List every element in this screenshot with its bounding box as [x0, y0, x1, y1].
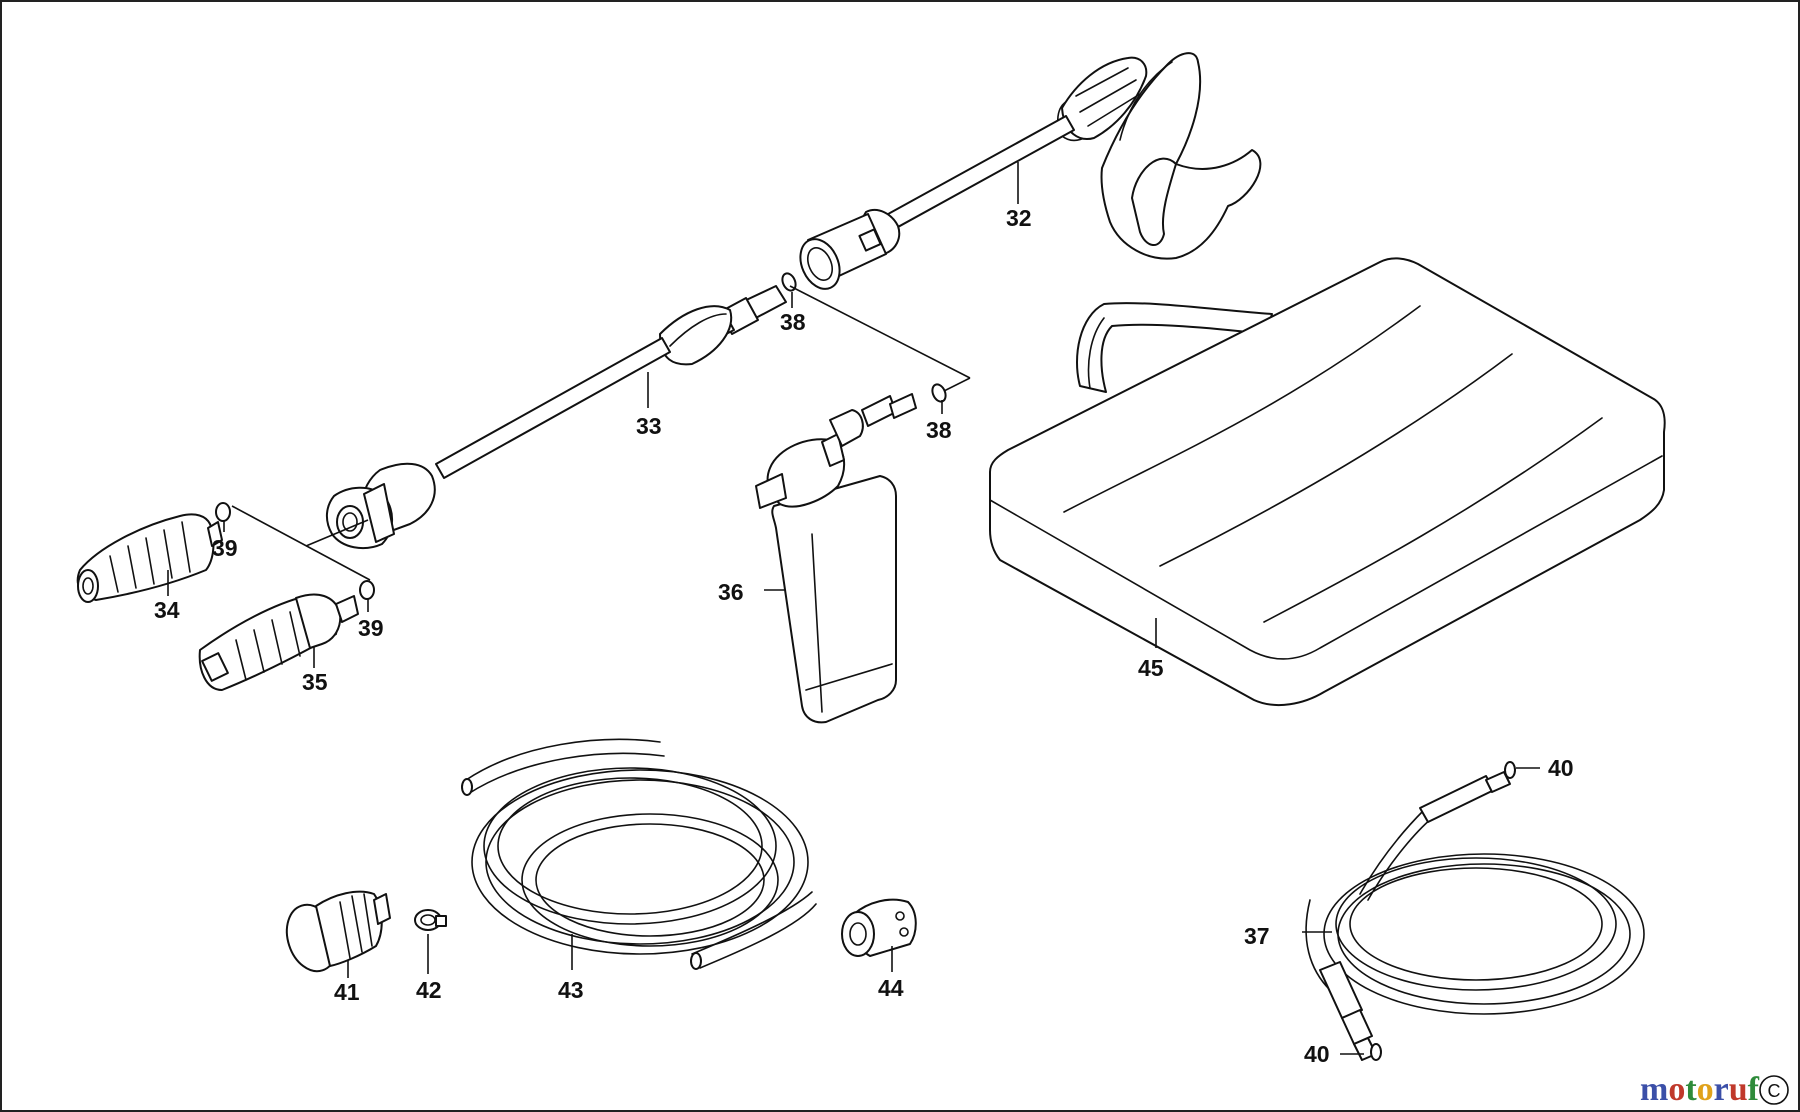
callout-43: 43 [558, 977, 584, 1003]
part-41-filter [285, 890, 391, 973]
part-44-connector [841, 898, 917, 957]
callout-32: 32 [1006, 205, 1032, 231]
part-33-lance [326, 305, 733, 550]
callout-40-lower: 40 [1304, 1041, 1330, 1067]
callout-34: 34 [154, 597, 180, 623]
part-45-storage-bag [989, 257, 1666, 707]
part-37-high-pressure-hose [1305, 761, 1645, 1061]
callout-35: 35 [302, 669, 328, 695]
callout-33: 33 [636, 413, 662, 439]
part-35-adjustable-nozzle [198, 580, 375, 691]
motoruf-watermark: motoruf C [1640, 1071, 1789, 1108]
part-42-hose-clamp [414, 909, 447, 931]
part-36-detergent-bottle [755, 383, 947, 724]
part-34-rotary-nozzle [76, 502, 231, 603]
callout-39-upper: 39 [212, 535, 238, 561]
part-43-suction-hose [461, 738, 817, 970]
leader-39-connector [231, 505, 371, 581]
leader-lance-to-nozzle [305, 519, 369, 547]
leader-38-connector [789, 285, 971, 379]
callout-36: 36 [718, 579, 744, 605]
callout-45: 45 [1138, 655, 1164, 681]
callout-38-upper: 38 [780, 309, 806, 335]
part-32-spray-gun [799, 52, 1262, 290]
watermark-badge [1759, 1075, 1789, 1105]
watermark-badge-letter: C [1768, 1081, 1781, 1101]
callout-39-lower: 39 [358, 615, 384, 641]
callout-44: 44 [878, 975, 904, 1001]
watermark-logo-text: motoruf [1640, 1071, 1760, 1108]
callout-38-lower: 38 [926, 417, 952, 443]
callout-40-upper: 40 [1548, 755, 1574, 781]
callout-37: 37 [1244, 923, 1270, 949]
callout-41: 41 [334, 979, 360, 1005]
callout-42: 42 [416, 977, 442, 1003]
